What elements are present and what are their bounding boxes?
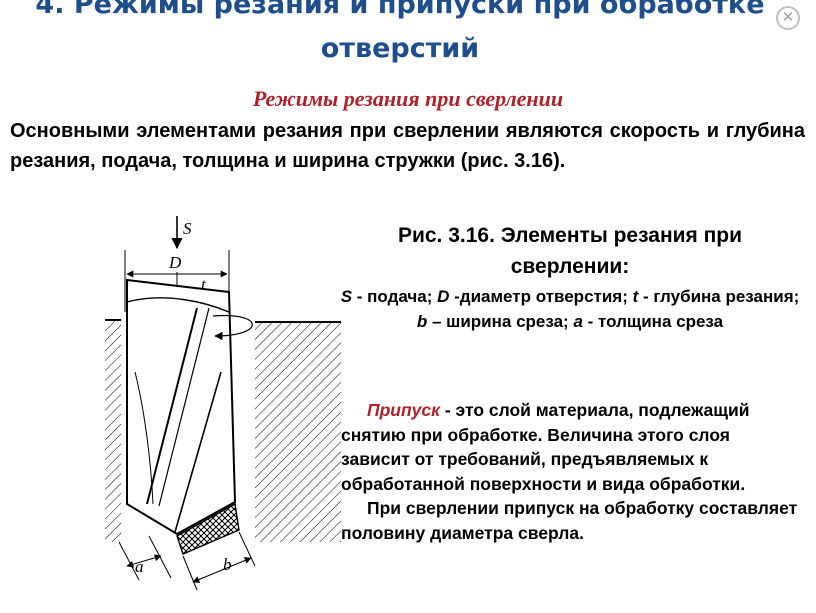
label-s: S	[183, 219, 192, 238]
legend-t-symbol: t	[632, 287, 639, 306]
label-a: a	[135, 557, 144, 576]
width-dimension	[192, 557, 252, 583]
slide-title: 4. Режимы резания и припуски при обработ…	[0, 0, 800, 67]
slide-title-line-1: 4. Режимы резания и припуски при обработ…	[35, 0, 765, 20]
section-subtitle: Режимы резания при сверлении	[252, 86, 564, 111]
legend-b-symbol: b	[416, 312, 428, 331]
legend-d-text: -диаметр отверстия;	[449, 287, 633, 306]
allowance-definition: Припуск - это слой материала, подлежащий…	[341, 398, 801, 496]
allowance-term: Припуск	[367, 400, 440, 420]
label-d: D	[168, 253, 182, 272]
allowance-note: При сверлении припуск на обработку соста…	[341, 496, 801, 545]
slide-title-line-2: отверстий	[320, 33, 480, 64]
drill-cutting-diagram: S D t a b	[105, 216, 341, 591]
legend-b-text: – ширина среза;	[427, 312, 574, 331]
allowance-paragraph: Припуск - это слой материала, подлежащий…	[341, 398, 801, 545]
legend-d-symbol: D	[437, 287, 450, 306]
label-b: b	[223, 555, 232, 574]
legend-t-text: - глубина резания;	[638, 287, 800, 306]
figure-caption: Рис. 3.16. Элементы резания при сверлени…	[340, 220, 800, 334]
drill-body	[126, 278, 253, 536]
close-icon[interactable]: ✕	[776, 6, 800, 30]
legend-a-symbol: a	[573, 312, 583, 331]
label-t: t	[201, 275, 207, 294]
legend-a-text: - толщина среза	[582, 312, 724, 331]
figure-legend: S - подача; D -диаметр отверстия; t - гл…	[340, 284, 800, 334]
intro-paragraph: Основными элементами резания при сверлен…	[10, 120, 805, 172]
allowance-note-text: При сверлении припуск на обработку соста…	[341, 498, 798, 543]
legend-s-symbol: S	[340, 287, 353, 306]
thickness-dimension	[126, 554, 162, 568]
allowance-definition-text: - это слой материала, подлежащий снятию …	[341, 400, 750, 494]
legend-s-text: - подача;	[352, 287, 438, 306]
cut-section	[176, 502, 240, 555]
figure-caption-title: Рис. 3.16. Элементы резания при сверлени…	[397, 224, 743, 278]
